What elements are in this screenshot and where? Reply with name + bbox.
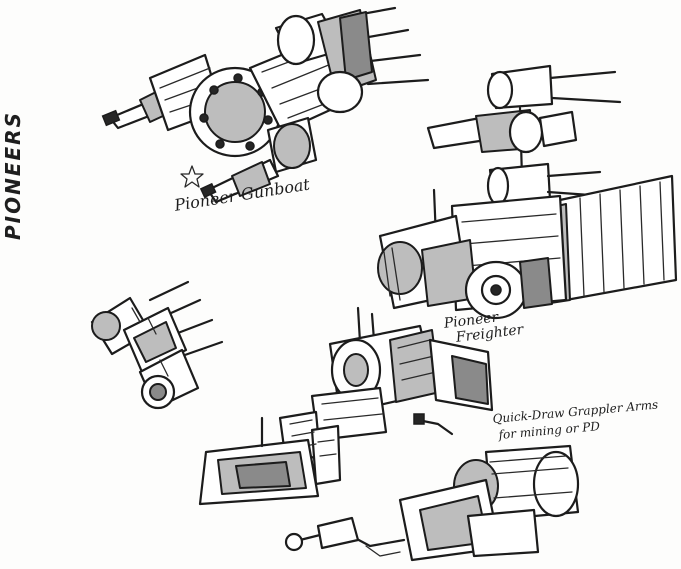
mining-ship-sketch <box>310 306 494 442</box>
sheet-title: PIONEERS <box>1 111 25 240</box>
grappler-left-sketch <box>198 410 342 506</box>
star-icon <box>180 165 204 188</box>
pod-ship-sketch <box>90 280 224 410</box>
grappler-ship-sketch <box>284 413 580 562</box>
gunboat-sketch <box>101 6 430 204</box>
freighter-sketch <box>377 64 678 320</box>
